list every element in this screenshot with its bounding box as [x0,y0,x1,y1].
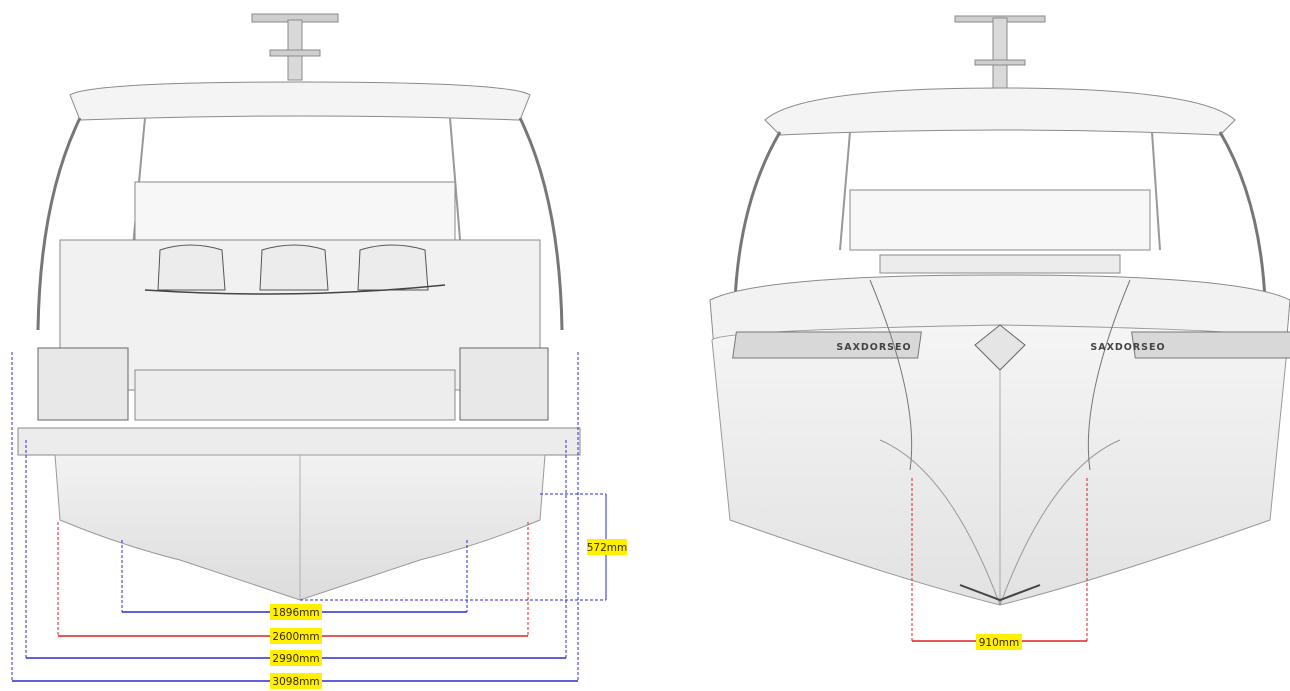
rear-mast [251,13,339,81]
rear-windshield [134,181,456,243]
front-name-plate-left [732,331,922,359]
label-width-3-text: 2990mm [272,653,319,665]
rear-transom-panel-right [459,347,549,421]
front-name-plate-right [1131,331,1290,359]
front-mast [954,15,1046,89]
label-width-2-text: 2600mm [272,631,319,643]
rear-swim-platform [17,427,581,456]
label-width-1-text: 1896mm [272,607,319,619]
front-view-boat [709,15,1290,606]
label-width-3: 2990mm [270,650,322,666]
label-width-1: 1896mm [270,604,322,620]
label-width-4-text: 3098mm [272,676,319,688]
rear-pillar-left [36,117,82,331]
label-width-2: 2600mm [270,628,322,644]
rear-seats [144,244,446,295]
label-keel-depth: 572mm [587,539,628,555]
label-keel-depth-text: 572mm [587,542,628,554]
label-bow-width: 910mm [976,634,1022,650]
front-windshield [849,189,1151,251]
front-pillar-right [1218,131,1267,301]
front-hull-badge-right: SAXDORSEO [1090,342,1165,353]
front-hardtop [764,87,1236,136]
rear-hardtop [69,81,531,121]
label-bow-width-text: 910mm [979,637,1020,649]
rear-pillar-right [518,117,564,331]
rear-view-boat [17,13,581,601]
label-width-4: 3098mm [270,673,322,689]
front-bow-emblem [974,324,1026,371]
rear-transom-panel-left [37,347,129,421]
front-pillar-left [733,131,782,301]
front-hull-badge-left: SAXDORSEO [836,342,911,353]
